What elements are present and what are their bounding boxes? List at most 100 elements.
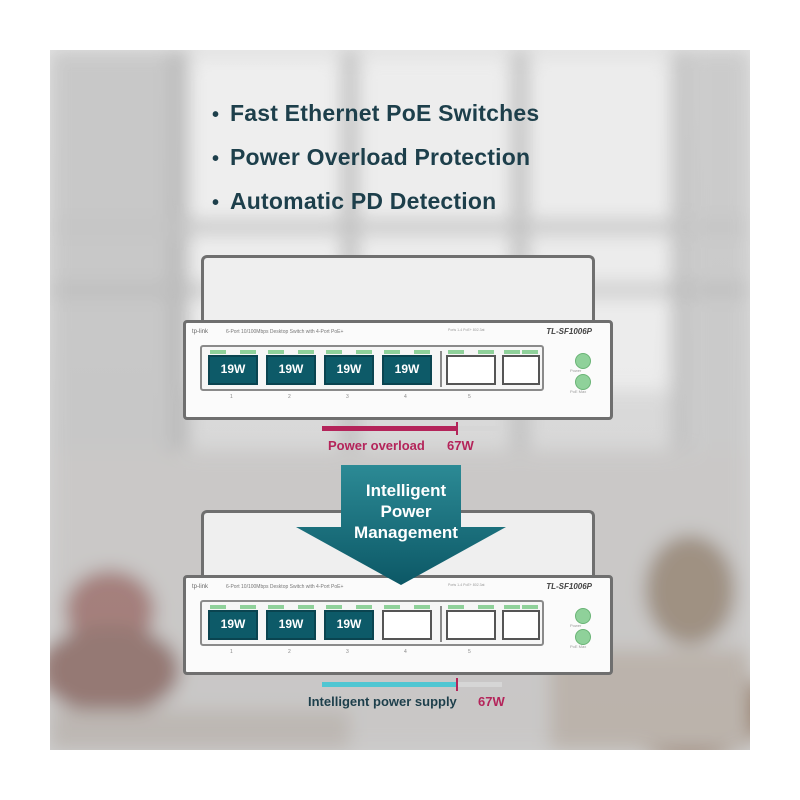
port-led	[298, 605, 314, 609]
port-led	[326, 605, 342, 609]
ethernet-port	[502, 350, 540, 385]
port-led	[478, 350, 494, 354]
ethernet-port: 5	[446, 605, 496, 655]
port-led	[504, 605, 520, 609]
ethernet-port: 19W 3	[324, 350, 374, 400]
port-socket	[266, 355, 316, 385]
port-number: 3	[346, 649, 349, 655]
port-socket	[266, 610, 316, 640]
port-number: 2	[288, 394, 291, 400]
port-led	[268, 350, 284, 354]
port-power-label: 19W	[394, 362, 420, 376]
status-label: PoE Max	[570, 389, 587, 394]
arrow-caption-line: Power	[380, 502, 432, 521]
port-number: 1	[230, 394, 233, 400]
port-socket	[324, 610, 374, 640]
supply-value: 67W	[478, 694, 505, 709]
port-led	[522, 350, 538, 354]
ethernet-port: 4	[382, 605, 432, 655]
overload-value: 67W	[447, 438, 474, 453]
port-socket	[208, 610, 258, 640]
port-led	[240, 605, 256, 609]
brand-label: tp-link	[192, 584, 209, 590]
device-specs: Ports 1-4 PoE+ 802.3at	[448, 583, 485, 587]
poe-max-status-led	[575, 374, 591, 390]
port-led	[210, 350, 226, 354]
port-socket	[382, 355, 432, 385]
port-led	[448, 350, 464, 354]
overload-fill	[322, 426, 457, 431]
status-label: Power	[570, 623, 582, 628]
port-divider	[440, 606, 442, 642]
feature-list: •Fast Ethernet PoE Switches •Power Overl…	[212, 92, 539, 224]
arrow-caption: Intelligent Power Management	[326, 480, 486, 543]
ethernet-port: 19W 2	[266, 350, 316, 400]
port-power-label: 19W	[220, 617, 246, 631]
switch-overload: tp-link 6-Port 10/100Mbps Desktop Switch…	[183, 255, 613, 425]
port-number: 3	[346, 394, 349, 400]
ethernet-port: 19W 2	[266, 605, 316, 655]
port-led	[384, 350, 400, 354]
promo-scene: •Fast Ethernet PoE Switches •Power Overl…	[50, 50, 750, 750]
port-socket	[446, 610, 496, 640]
port-led	[356, 605, 372, 609]
supply-marker	[456, 678, 458, 691]
device-description: 6-Port 10/100Mbps Desktop Switch with 4-…	[226, 584, 344, 590]
overload-marker	[456, 422, 458, 435]
port-socket	[502, 610, 540, 640]
poe-max-status-led	[575, 629, 591, 645]
port-led	[240, 350, 256, 354]
port-led	[298, 350, 314, 354]
port-power-label: 19W	[278, 617, 304, 631]
port-socket	[324, 355, 374, 385]
port-socket	[502, 355, 540, 385]
device-description: 6-Port 10/100Mbps Desktop Switch with 4-…	[226, 329, 344, 335]
port-led	[478, 605, 494, 609]
model-number: TL-SF1006P	[546, 582, 592, 591]
supply-label: Intelligent power supply	[308, 694, 457, 709]
feature-text: Fast Ethernet PoE Switches	[230, 100, 540, 126]
arrow-caption-line: Intelligent	[365, 481, 447, 500]
port-socket	[208, 355, 258, 385]
down-arrow-icon	[296, 465, 506, 585]
port-power-label: 19W	[278, 362, 304, 376]
arrow-caption-line: Management	[354, 523, 458, 542]
port-led	[268, 605, 284, 609]
port-led	[448, 605, 464, 609]
device-specs: Ports 1-4 PoE+ 802.3at	[448, 328, 485, 332]
port-led	[326, 350, 342, 354]
brand-label: tp-link	[192, 329, 209, 335]
overload-label: Power overload	[328, 438, 425, 453]
status-label: PoE Max	[570, 644, 587, 649]
ethernet-port: 19W 4	[382, 350, 432, 400]
ethernet-port: 5	[446, 350, 496, 400]
feature-text: Power Overload Protection	[230, 144, 531, 170]
port-led	[414, 350, 430, 354]
port-led	[356, 350, 372, 354]
feature-item: •Fast Ethernet PoE Switches	[212, 100, 540, 126]
port-led	[504, 350, 520, 354]
switch-front-panel: tp-link 6-Port 10/100Mbps Desktop Switch…	[183, 575, 613, 675]
feature-item: •Power Overload Protection	[212, 144, 531, 170]
supply-fill	[322, 682, 457, 687]
port-number: 5	[468, 649, 471, 655]
port-divider	[440, 351, 442, 387]
switch-intelligent: tp-link 6-Port 10/100Mbps Desktop Switch…	[183, 510, 613, 680]
model-number: TL-SF1006P	[546, 327, 592, 336]
port-led	[384, 605, 400, 609]
port-led	[522, 605, 538, 609]
ethernet-port: 19W 3	[324, 605, 374, 655]
ethernet-port	[502, 605, 540, 640]
port-power-label: 19W	[336, 617, 362, 631]
port-power-label: 19W	[336, 362, 362, 376]
port-socket	[382, 610, 432, 640]
feature-item: •Automatic PD Detection	[212, 188, 497, 214]
port-number: 1	[230, 649, 233, 655]
port-number: 5	[468, 394, 471, 400]
switch-front-panel: tp-link 6-Port 10/100Mbps Desktop Switch…	[183, 320, 613, 420]
port-number: 2	[288, 649, 291, 655]
port-number: 4	[404, 649, 407, 655]
power-status-led	[575, 608, 591, 624]
ethernet-port: 19W 1	[208, 605, 258, 655]
port-power-label: 19W	[220, 362, 246, 376]
